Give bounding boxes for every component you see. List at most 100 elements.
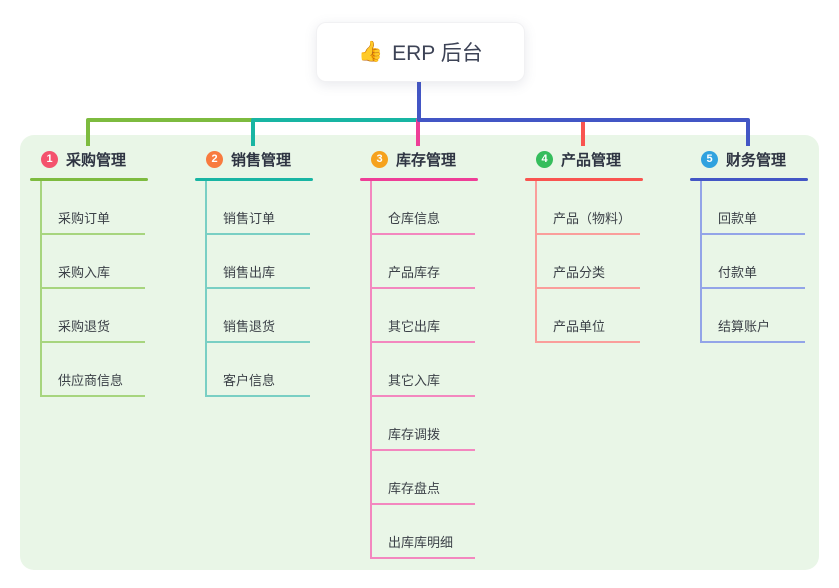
branch-children-vline bbox=[40, 181, 42, 397]
branch-heading[interactable]: 1 采购管理 bbox=[30, 146, 148, 172]
child-item[interactable]: 结算账户 bbox=[690, 289, 808, 343]
child-underline bbox=[40, 287, 145, 289]
child-underline bbox=[370, 341, 475, 343]
child-underline bbox=[205, 395, 310, 397]
branch-number-badge: 1 bbox=[41, 150, 58, 168]
child-item-label: 采购订单 bbox=[58, 211, 111, 226]
branch-connector bbox=[417, 82, 585, 146]
child-item[interactable]: 客户信息 bbox=[195, 343, 313, 397]
branch-children-vline bbox=[370, 181, 372, 559]
branch-underline bbox=[690, 178, 808, 181]
child-item[interactable]: 产品单位 bbox=[525, 289, 643, 343]
child-item[interactable]: 回款单 bbox=[690, 181, 808, 235]
child-underline bbox=[40, 341, 145, 343]
branch-heading[interactable]: 2 销售管理 bbox=[195, 146, 313, 172]
branch-label: 销售管理 bbox=[231, 151, 292, 169]
branch-connector bbox=[251, 82, 421, 146]
child-item-label: 采购入库 bbox=[58, 265, 111, 280]
branch-children-vline bbox=[700, 181, 702, 343]
child-item[interactable]: 其它出库 bbox=[360, 289, 478, 343]
child-underline bbox=[535, 341, 640, 343]
child-item[interactable]: 付款单 bbox=[690, 235, 808, 289]
branch-children: 回款单 付款单 结算账户 bbox=[690, 181, 808, 343]
child-item[interactable]: 其它入库 bbox=[360, 343, 478, 397]
child-underline bbox=[700, 341, 805, 343]
root-title: ERP 后台 bbox=[392, 42, 483, 65]
root-node[interactable]: 👍 ERP 后台 bbox=[316, 22, 525, 82]
child-item[interactable]: 库存盘点 bbox=[360, 451, 478, 505]
child-item-label: 产品分类 bbox=[553, 265, 606, 280]
child-underline bbox=[700, 287, 805, 289]
branch-underline bbox=[360, 178, 478, 181]
branch-children: 采购订单 采购入库 采购退货 供应商信息 bbox=[30, 181, 148, 397]
branch-label: 产品管理 bbox=[561, 151, 622, 169]
child-item-label: 销售退货 bbox=[223, 319, 276, 334]
child-item-label: 其它出库 bbox=[388, 319, 441, 334]
child-item-label: 付款单 bbox=[718, 265, 758, 280]
branch-column: 4 产品管理 产品（物料） 产品分类 产品单位 bbox=[525, 146, 643, 343]
child-item-label: 产品库存 bbox=[388, 265, 441, 280]
child-item[interactable]: 仓库信息 bbox=[360, 181, 478, 235]
child-item[interactable]: 销售退货 bbox=[195, 289, 313, 343]
child-item[interactable]: 产品（物料） bbox=[525, 181, 643, 235]
branch-column: 3 库存管理 仓库信息 产品库存 其它出库 其它入库 库存调拨 库存盘点 出库库… bbox=[360, 146, 478, 559]
child-underline bbox=[370, 449, 475, 451]
branch-number-badge: 3 bbox=[371, 150, 388, 168]
child-underline bbox=[370, 503, 475, 505]
branch-underline bbox=[525, 178, 643, 181]
branch-children: 销售订单 销售出库 销售退货 客户信息 bbox=[195, 181, 313, 397]
child-underline bbox=[700, 233, 805, 235]
child-underline bbox=[370, 233, 475, 235]
child-item-label: 出库库明细 bbox=[388, 535, 454, 550]
child-item-label: 库存盘点 bbox=[388, 481, 441, 496]
child-item[interactable]: 销售出库 bbox=[195, 235, 313, 289]
branch-children-vline bbox=[205, 181, 207, 397]
branch-heading[interactable]: 3 库存管理 bbox=[360, 146, 478, 172]
branch-column: 1 采购管理 采购订单 采购入库 采购退货 供应商信息 bbox=[30, 146, 148, 397]
thumbs-up-icon: 👍 bbox=[358, 41, 384, 63]
child-underline bbox=[370, 287, 475, 289]
child-item-label: 产品单位 bbox=[553, 319, 606, 334]
child-underline bbox=[205, 287, 310, 289]
branch-children-vline bbox=[535, 181, 537, 343]
branch-number-badge: 4 bbox=[536, 150, 553, 168]
child-item-label: 回款单 bbox=[718, 211, 758, 226]
branch-column: 5 财务管理 回款单 付款单 结算账户 bbox=[690, 146, 808, 343]
child-item-label: 供应商信息 bbox=[58, 373, 124, 388]
child-item[interactable]: 产品库存 bbox=[360, 235, 478, 289]
branch-heading[interactable]: 4 产品管理 bbox=[525, 146, 643, 172]
branch-heading[interactable]: 5 财务管理 bbox=[690, 146, 808, 172]
branch-number-badge: 2 bbox=[206, 150, 223, 168]
child-item[interactable]: 供应商信息 bbox=[30, 343, 148, 397]
child-item[interactable]: 库存调拨 bbox=[360, 397, 478, 451]
child-item[interactable]: 产品分类 bbox=[525, 235, 643, 289]
child-underline bbox=[40, 395, 145, 397]
child-underline bbox=[40, 233, 145, 235]
branch-underline bbox=[30, 178, 148, 181]
child-item-label: 产品（物料） bbox=[553, 211, 632, 226]
branch-children: 仓库信息 产品库存 其它出库 其它入库 库存调拨 库存盘点 出库库明细 bbox=[360, 181, 478, 559]
child-item-label: 销售订单 bbox=[223, 211, 276, 226]
child-item-label: 结算账户 bbox=[718, 319, 771, 334]
branch-underline bbox=[195, 178, 313, 181]
branch-label: 财务管理 bbox=[726, 151, 787, 169]
branch-connector bbox=[417, 82, 750, 146]
child-item-label: 其它入库 bbox=[388, 373, 441, 388]
child-item[interactable]: 采购订单 bbox=[30, 181, 148, 235]
child-item[interactable]: 采购退货 bbox=[30, 289, 148, 343]
child-item[interactable]: 出库库明细 bbox=[360, 505, 478, 559]
child-item-label: 仓库信息 bbox=[388, 211, 441, 226]
child-item-label: 客户信息 bbox=[223, 373, 276, 388]
child-underline bbox=[205, 341, 310, 343]
child-underline bbox=[535, 233, 640, 235]
branch-number-badge: 5 bbox=[701, 150, 718, 168]
child-item[interactable]: 销售订单 bbox=[195, 181, 313, 235]
branch-label: 采购管理 bbox=[66, 151, 127, 169]
child-underline bbox=[535, 287, 640, 289]
child-underline bbox=[370, 395, 475, 397]
branch-label: 库存管理 bbox=[396, 151, 457, 169]
child-item-label: 采购退货 bbox=[58, 319, 111, 334]
child-item[interactable]: 采购入库 bbox=[30, 235, 148, 289]
